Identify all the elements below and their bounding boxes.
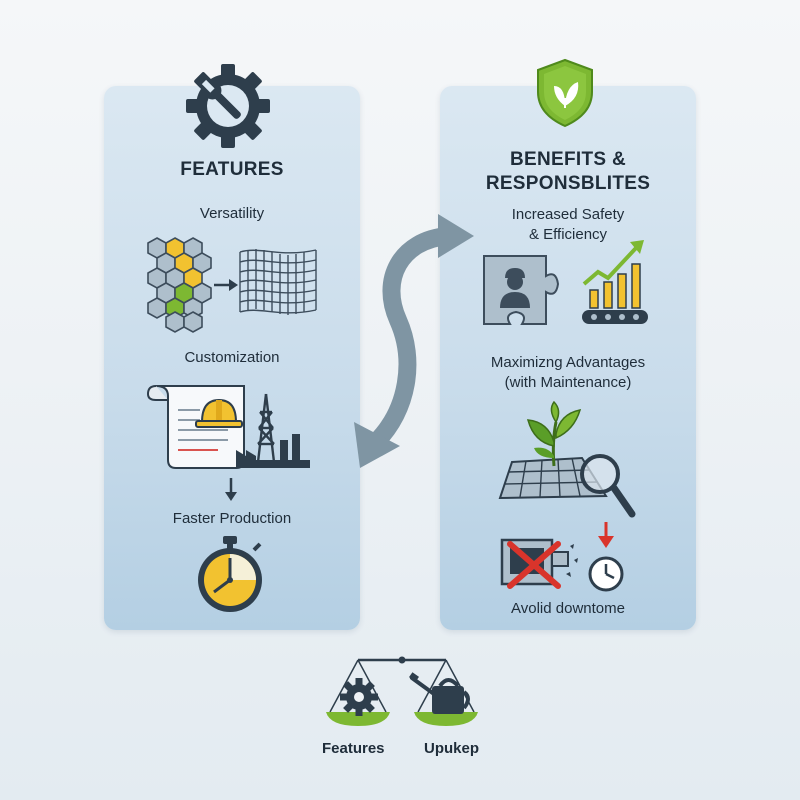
benefits-heading-line2: RESPONSBLITES [485,173,651,194]
watering-can-icon [409,672,470,714]
growth-chart-icon [582,240,648,324]
arrow-right-icon [214,279,238,291]
worker-puzzle-icon [483,255,560,325]
benefits-panel [440,86,696,630]
maximizing-advantages-label: Maximizng Advantages [490,354,646,371]
efficiency-label: & Efficiency [528,226,608,243]
magnifier-icon [580,454,636,518]
balance-features-label: Features [322,740,385,757]
versatility-label: Versatility [199,205,265,222]
hard-hat-icon [195,398,243,428]
cycle-arrow-icon [354,214,474,468]
increased-safety-label: Increased Safety [511,206,625,223]
balance-scale-icon [326,656,478,726]
shield-leaf-icon [537,58,593,128]
clock-icon [588,522,624,592]
gear-icon [340,678,378,716]
stopwatch-icon [198,536,262,612]
features-heading: FEATURES [180,159,284,180]
hexagon-grid-icon [147,237,212,333]
balance-upkeep-label: Upukep [424,740,480,757]
benefits-heading-line1: BENEFITS & [510,149,626,170]
with-maintenance-label: (with Maintenance) [504,374,632,391]
gear-wrench-icon [186,64,270,148]
faster-production-label: Faster Production [172,510,292,527]
avoid-downtime-label: Avolid downtome [511,600,625,617]
oil-rig-icon [236,393,310,468]
arrow-down-icon [225,478,237,501]
customization-label: Customization [184,349,280,366]
sprout-grid-icon [498,400,608,500]
mesh-fabric-icon [239,249,317,315]
broken-machine-icon [500,538,578,589]
